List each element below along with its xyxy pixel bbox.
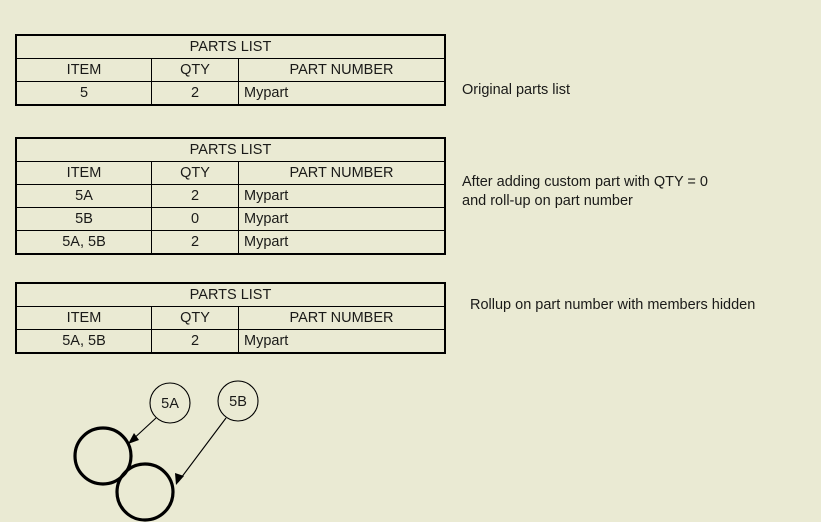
table-header-row: ITEM QTY PART NUMBER — [15, 58, 446, 82]
column-header-item: ITEM — [15, 306, 152, 330]
column-header-part-number: PART NUMBER — [238, 306, 446, 330]
cell-item: 5A — [15, 184, 152, 208]
cell-part-number: Mypart — [238, 329, 446, 354]
annotation-after-adding-custom-part: After adding custom part with QTY = 0 an… — [462, 174, 708, 209]
table-header-row: ITEM QTY PART NUMBER — [15, 306, 446, 330]
table-title-row: PARTS LIST — [15, 34, 446, 59]
column-header-qty: QTY — [151, 161, 239, 185]
parts-list-table-members-hidden: PARTS LIST ITEM QTY PART NUMBER 5A, 5B 2… — [15, 282, 446, 354]
parts-list-table-rolled-up: PARTS LIST ITEM QTY PART NUMBER 5A 2 Myp… — [15, 137, 446, 255]
cell-qty: 0 — [151, 207, 239, 231]
column-header-item: ITEM — [15, 161, 152, 185]
column-header-item: ITEM — [15, 58, 152, 82]
table-row: 5A 2 Mypart — [15, 184, 446, 208]
column-header-part-number: PART NUMBER — [238, 161, 446, 185]
annotation-original-parts-list: Original parts list — [462, 82, 570, 98]
table-title: PARTS LIST — [15, 34, 446, 59]
balloon-circle-5b — [217, 380, 259, 422]
annotation-rollup-members-hidden: Rollup on part number with members hidde… — [470, 297, 756, 313]
cell-part-number: Mypart — [238, 184, 446, 208]
cell-qty: 2 — [151, 184, 239, 208]
table-row: 5A, 5B 2 Mypart — [15, 329, 446, 354]
column-header-part-number: PART NUMBER — [238, 58, 446, 82]
table-header-row: ITEM QTY PART NUMBER — [15, 161, 446, 185]
cell-qty: 2 — [151, 329, 239, 354]
cell-item: 5B — [15, 207, 152, 231]
leader-line-5b — [177, 417, 227, 483]
table-row: 5A, 5B 2 Mypart — [15, 230, 446, 255]
parts-list-table-original: PARTS LIST ITEM QTY PART NUMBER 5 2 Mypa… — [15, 34, 446, 106]
table-title-row: PARTS LIST — [15, 282, 446, 307]
leader-arrowhead-5a — [128, 433, 139, 444]
balloon-leader-diagram: 5A 5B — [73, 380, 259, 522]
cell-item: 5A, 5B — [15, 230, 152, 255]
cell-part-number: Mypart — [238, 81, 446, 106]
part-outline-circle-lower — [115, 462, 175, 522]
cell-item: 5A, 5B — [15, 329, 152, 354]
part-outline-circle-upper — [73, 426, 133, 486]
cell-part-number: Mypart — [238, 230, 446, 255]
table-row: 5 2 Mypart — [15, 81, 446, 106]
balloon-5a[interactable]: 5A — [149, 382, 191, 424]
balloon-label-5b: 5B — [229, 394, 247, 410]
balloon-5b[interactable]: 5B — [217, 380, 259, 422]
balloon-label-5a: 5A — [161, 396, 179, 412]
column-header-qty: QTY — [151, 306, 239, 330]
cell-part-number: Mypart — [238, 207, 446, 231]
cell-item: 5 — [15, 81, 152, 106]
table-row: 5B 0 Mypart — [15, 207, 446, 231]
table-title: PARTS LIST — [15, 137, 446, 162]
balloon-circle-5a — [149, 382, 191, 424]
column-header-qty: QTY — [151, 58, 239, 82]
cell-qty: 2 — [151, 230, 239, 255]
leader-arrowhead-5b — [175, 473, 184, 485]
table-title-row: PARTS LIST — [15, 137, 446, 162]
table-title: PARTS LIST — [15, 282, 446, 307]
cell-qty: 2 — [151, 81, 239, 106]
